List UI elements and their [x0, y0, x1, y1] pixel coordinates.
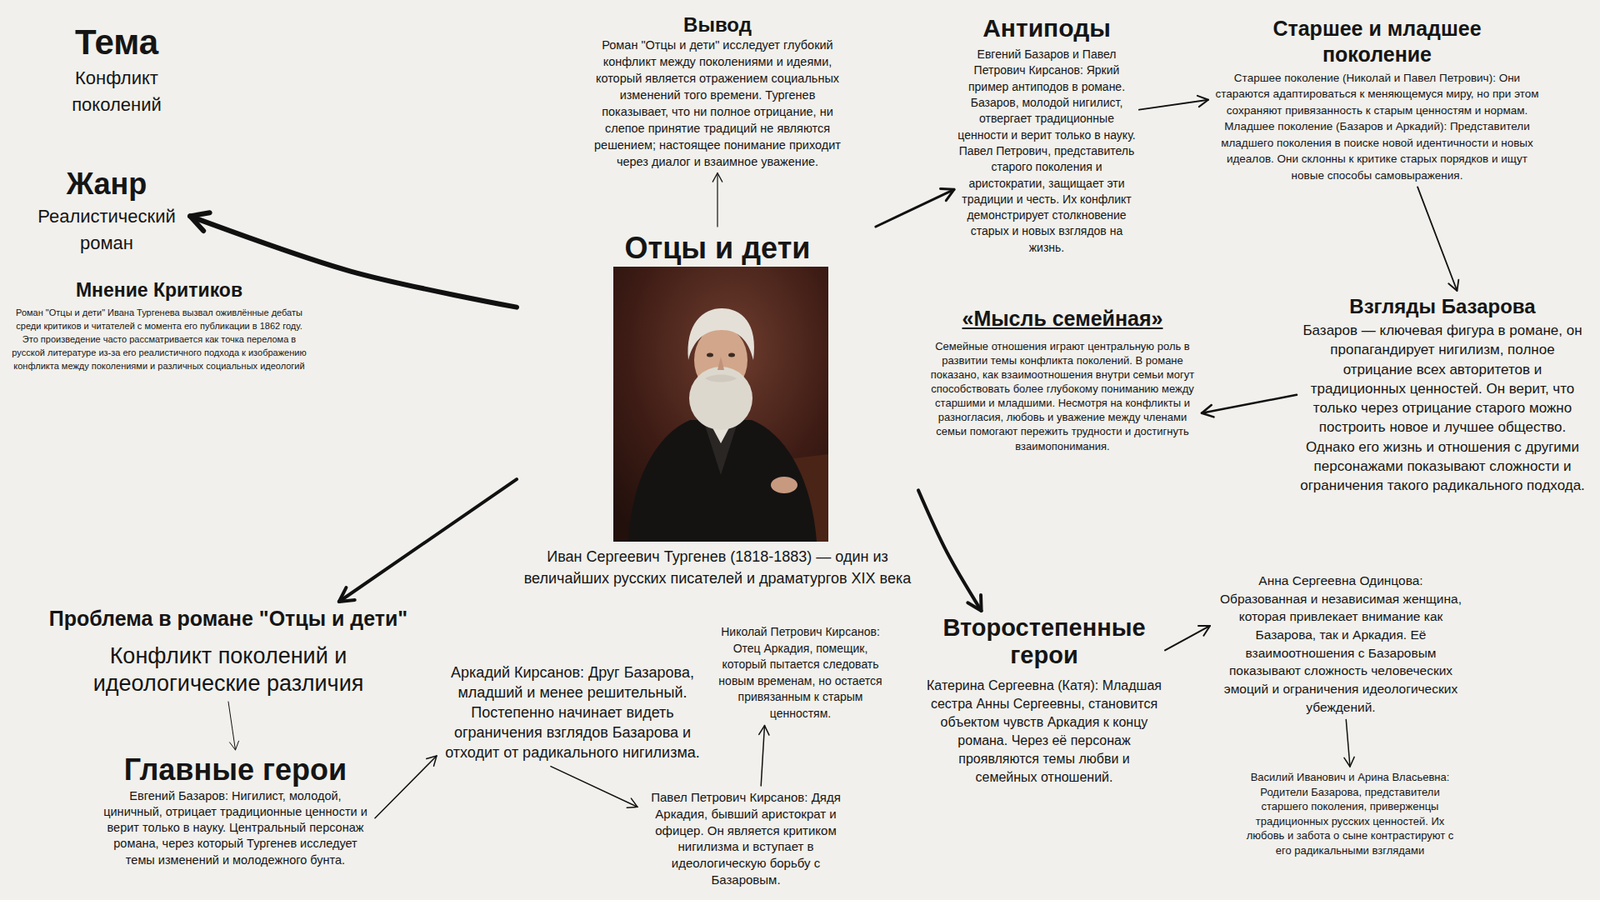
topic-block: ТемаКонфликт поколений	[33, 18, 200, 122]
arrow-connector	[228, 701, 239, 750]
portrait-eye	[728, 353, 735, 358]
body-text: Евгений Базаров: Нигилист, молодой, цини…	[99, 788, 372, 869]
connector-line	[875, 189, 955, 227]
body-text: Евгений Базаров и Павел Петрович Кирсано…	[957, 46, 1136, 256]
arrow-head	[339, 587, 355, 602]
topic-block: Отцы и детиИван Сергеевич Тургенев (1818…	[516, 226, 919, 593]
topic-block: АнтиподыЕвгений Базаров и Павел Петрович…	[954, 10, 1140, 260]
heading-text: Второстепенные герои	[926, 614, 1162, 670]
body-text: Николай Петрович Кирсанов: Отец Аркадия,…	[714, 624, 887, 723]
portrait-illustration	[613, 266, 829, 542]
heading-text: Антиподы	[957, 13, 1136, 44]
body-text: Василий Иванович и Арина Власьевна: Роди…	[1245, 770, 1455, 858]
portrait-nose	[717, 356, 725, 370]
body-text: Реалистический роман	[26, 203, 187, 257]
connector-line	[918, 490, 982, 611]
arrow-connector	[550, 766, 638, 808]
heading-text: Вывод	[591, 13, 844, 37]
heading-text: Взгляды Базарова	[1300, 294, 1585, 320]
topic-block: Павел Петрович Кирсанов: Дядя Аркадия, б…	[637, 785, 855, 892]
connector-line	[339, 479, 517, 602]
arrow-head	[1344, 756, 1355, 767]
arrow-head	[759, 725, 770, 736]
connector-line	[716, 173, 718, 227]
topic-block: Николай Петрович Кирсанов: Отец Аркадия,…	[710, 620, 890, 726]
topic-block: Второстепенные героиКатерина Сергеевна (…	[923, 610, 1165, 790]
body-text: Аркадий Кирсанов: Друг Базарова, младший…	[440, 663, 705, 764]
connector-line	[1417, 186, 1457, 291]
topic-block: ЖанрРеалистический роман	[23, 162, 190, 260]
arrow-connector	[1165, 625, 1210, 650]
arrow-connector	[1417, 186, 1459, 291]
topic-block: Проблема в романе "Отцы и дети" Конфликт …	[23, 601, 434, 702]
arrow-head	[712, 173, 723, 183]
connector-line	[1139, 100, 1209, 110]
connector-line	[1345, 720, 1350, 768]
arrow-connector	[375, 755, 437, 819]
body-text: Базаров — ключевая фигура в романе, он п…	[1300, 320, 1585, 496]
portrait-eye	[706, 353, 714, 358]
portrait-hand	[770, 476, 798, 494]
topic-block: «Мысль семейная» Семейные отношения играю…	[923, 301, 1202, 457]
arrow-connector	[1139, 95, 1209, 110]
topic-block: Старшее и младшее поколениеСтаршее покол…	[1208, 12, 1546, 187]
arrow-connector	[1344, 720, 1355, 768]
arrow-connector	[1201, 395, 1297, 418]
body-text: Роман "Отцы и дети" исследует глубокий к…	[591, 36, 844, 170]
heading-text: Старшее и младшее поколение	[1265, 15, 1490, 69]
connector-line	[1165, 625, 1210, 650]
body-text: Павел Петрович Кирсанов: Дядя Аркадия, б…	[640, 789, 851, 889]
arrow-head	[230, 740, 240, 750]
connector-line	[760, 725, 765, 786]
heading-text: Мнение Критиков	[11, 278, 307, 304]
portrait-coat	[628, 420, 817, 542]
topic-block: Главные героиЕвгений Базаров: Нигилист, …	[95, 750, 375, 872]
arrow-head	[190, 212, 210, 231]
topic-block: Василий Иванович и Арина Власьевна: Роди…	[1241, 766, 1459, 861]
body-text: Семейные отношения играют центральную ро…	[926, 339, 1199, 454]
arrow-connector	[918, 490, 982, 611]
arrow-head	[967, 595, 981, 611]
body-text: Младшее поколение (Базаров и Аркадий): П…	[1211, 118, 1543, 184]
heading-text: Главные герои	[99, 753, 372, 787]
topic-block: Взгляды БазароваБазаров — ключевая фигур…	[1296, 290, 1589, 500]
arrow-head	[1197, 95, 1209, 107]
topic-block: Мнение КритиковРоман "Отцы и дети" Ивана…	[8, 275, 310, 377]
body-text: Конфликт поколений	[36, 65, 197, 119]
arrow-head	[426, 755, 437, 766]
heading-text: Тема	[36, 21, 197, 64]
connector-line	[228, 701, 236, 750]
body-text: Иван Сергеевич Тургенев (1818-1883) — од…	[520, 545, 915, 590]
body-text: Старшее поколение (Николай и Павел Петро…	[1211, 70, 1543, 120]
arrow-connector	[339, 479, 517, 602]
body-text: Анна Сергеевна Одинцова: Образованная и …	[1213, 571, 1469, 717]
topic-block: Аркадий Кирсанов: Друг Базарова, младший…	[436, 660, 709, 767]
heading-text: Отцы и дети	[520, 230, 915, 266]
arrow-head	[940, 188, 955, 200]
arrow-connector	[875, 188, 955, 227]
portrait-hair	[688, 308, 755, 360]
body-text: Катерина Сергеевна (Катя): Младшая сестр…	[926, 676, 1162, 787]
arrow-head	[1201, 405, 1215, 417]
body-text: Конфликт поколений и идеологические разл…	[53, 642, 404, 700]
arrow-head	[626, 798, 638, 808]
heading-text: Проблема в романе "Отцы и дети"	[26, 605, 430, 633]
arrow-head	[1198, 625, 1210, 636]
heading-text: Жанр	[26, 165, 187, 202]
connector-line	[1201, 395, 1297, 414]
connector-line	[375, 755, 437, 819]
topic-block: Анна Сергеевна Одинцова: Образованная и …	[1210, 568, 1472, 720]
portrait-moustache	[705, 375, 737, 383]
connector-line	[550, 766, 638, 808]
body-text: Роман "Отцы и дети" Ивана Тургенева вызв…	[11, 306, 307, 374]
topic-block: ВыводРоман "Отцы и дети" исследует глубо…	[588, 10, 847, 174]
portrait-beard	[689, 366, 753, 430]
portrait-background	[613, 266, 829, 542]
heading-text: «Мысль семейная»	[926, 305, 1199, 333]
arrow-connector	[712, 173, 723, 227]
arrow-head	[1448, 280, 1459, 291]
arrow-connector	[759, 725, 770, 786]
